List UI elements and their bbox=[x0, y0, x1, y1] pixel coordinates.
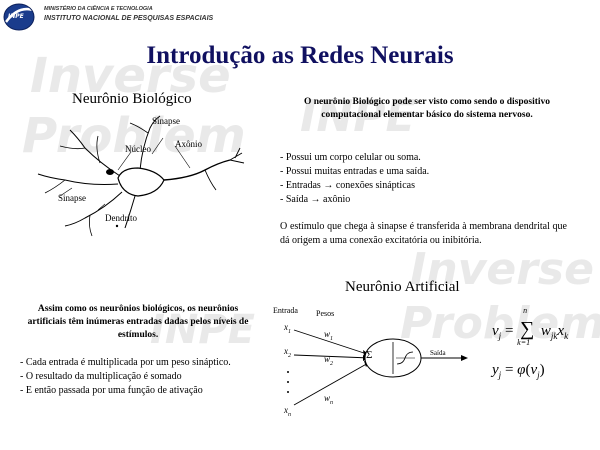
watermark-inpe-bottom: INPE bbox=[150, 307, 255, 353]
sum-symbol: Σ bbox=[366, 349, 373, 361]
list-item: - E então passada por uma função de ativ… bbox=[20, 385, 203, 396]
watermark-problem-bottom: Problem bbox=[400, 298, 600, 349]
artificial-definition-text: Assim como os neurônios biológicos, os n… bbox=[27, 304, 249, 340]
label-axonio: Axônio bbox=[175, 139, 202, 149]
watermark-inverse-top: Inverse bbox=[30, 48, 231, 104]
formula-y: yj = φ(vj) bbox=[492, 362, 545, 380]
page-title: Introdução as Redes Neurais bbox=[146, 42, 454, 69]
biological-neuron-drawing bbox=[37, 115, 245, 237]
label-sinapse-top: Sinapse bbox=[152, 116, 180, 126]
formula-v: vj = n ∑ k=1 wjkxk bbox=[492, 306, 569, 347]
inpe-logo: INPE bbox=[2, 2, 40, 32]
artificial-neuron-diagram bbox=[287, 329, 468, 406]
diagram-entrada-label: Entrada bbox=[273, 306, 298, 315]
weight-w1: w1 bbox=[324, 329, 334, 342]
stimulus-paragraph: O estímulo que chega à sinapse é transfe… bbox=[280, 221, 567, 246]
watermark-inpe-top: INPE bbox=[300, 91, 416, 142]
artificial-neuron-heading: Neurônio Artificial bbox=[345, 279, 460, 295]
list-item: - Entradas → conexões sinápticas bbox=[280, 180, 415, 191]
watermark-problem-top: Problem bbox=[22, 108, 246, 164]
biological-neuron-heading: Neurônio Biológico bbox=[72, 91, 192, 107]
list-item: - Cada entrada é multiplicada por um pes… bbox=[20, 357, 231, 368]
label-dendrito: Dendrito bbox=[105, 213, 137, 223]
watermark-inverse-bottom: Inverse bbox=[410, 244, 594, 295]
logo-text: INPE bbox=[8, 13, 24, 20]
diagram-pesos-label: Pesos bbox=[316, 309, 335, 318]
label-nucleo: Núcleo bbox=[125, 144, 151, 154]
input-xn: xn bbox=[284, 405, 291, 418]
org-line-2: INSTITUTO NACIONAL DE PESQUISAS ESPACIAI… bbox=[44, 15, 214, 22]
weight-w2: w2 bbox=[324, 354, 334, 367]
list-item: - Possui um corpo celular ou soma. bbox=[280, 152, 421, 163]
list-item: - Possui muitas entradas e uma saída. bbox=[280, 166, 430, 177]
list-item: - O resultado da multiplicação é somado bbox=[20, 371, 182, 382]
diagram-saida-label: Saída bbox=[430, 349, 446, 357]
inpe-logo-icon bbox=[3, 3, 37, 31]
org-line-1: MINISTÉRIO DA CIÊNCIA E TECNOLOGIA bbox=[44, 6, 153, 12]
list-item: - Saída → axônio bbox=[280, 194, 351, 205]
biological-features-list: - Possui um corpo celular ou soma. - Pos… bbox=[280, 151, 580, 207]
artificial-steps-list: - Cada entrada é multiplicada por um pes… bbox=[20, 356, 270, 398]
weight-wn: wn bbox=[324, 393, 334, 406]
biological-definition-text: O neurônio Biológico pode ser visto como… bbox=[303, 97, 551, 120]
input-x1: x1 bbox=[284, 322, 291, 335]
input-x2: x2 bbox=[284, 346, 291, 359]
label-sinapse-left: Sinapse bbox=[58, 193, 86, 203]
